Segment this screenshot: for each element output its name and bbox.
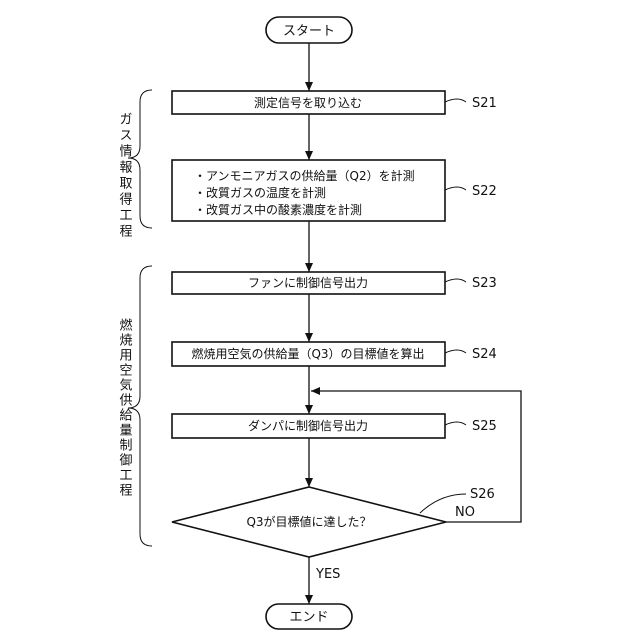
group-air-control: 燃焼用空気供給量制御工程 bbox=[117, 266, 153, 546]
leader-s22 bbox=[445, 187, 466, 190]
step-s24: 燃焼用空気の供給量（Q3）の目標値を算出 S24 bbox=[172, 342, 497, 366]
step-s25-id: S25 bbox=[472, 419, 497, 434]
step-s22-line-2: ・改質ガスの温度を計測 bbox=[194, 185, 326, 200]
step-s22-id: S22 bbox=[472, 184, 497, 199]
leader-s23 bbox=[445, 279, 466, 282]
leader-s24 bbox=[445, 350, 466, 353]
brace-gas-info bbox=[128, 90, 152, 228]
step-s21-id: S21 bbox=[472, 96, 497, 111]
group-gas-info-label: ガス情報取得工程 bbox=[117, 112, 133, 240]
group-gas-info: ガス情報取得工程 bbox=[117, 90, 153, 240]
group-air-control-label: 燃焼用空気供給量制御工程 bbox=[117, 317, 133, 498]
brace-air-control bbox=[128, 266, 152, 546]
step-s25: ダンパに制御信号出力 S25 bbox=[172, 414, 497, 438]
step-s21-text: 測定信号を取り込む bbox=[254, 95, 362, 110]
decision-s26-text: Q3が目標値に達した？ bbox=[246, 514, 371, 529]
step-s22: ・アンモニアガスの供給量（Q2）を計測 ・改質ガスの温度を計測 ・改質ガス中の酸… bbox=[172, 160, 497, 221]
decision-s26: Q3が目標値に達した？ S26 NO YES bbox=[172, 487, 495, 582]
leader-s21 bbox=[445, 99, 466, 102]
step-s21: 測定信号を取り込む S21 bbox=[172, 91, 497, 114]
end-label: エンド bbox=[289, 610, 328, 625]
leader-s25 bbox=[445, 422, 466, 425]
step-s24-id: S24 bbox=[472, 347, 497, 362]
step-s24-text: 燃焼用空気の供給量（Q3）の目標値を算出 bbox=[191, 346, 424, 361]
step-s22-line-3: ・改質ガス中の酸素濃度を計測 bbox=[194, 202, 362, 217]
step-s23-id: S23 bbox=[472, 276, 497, 291]
step-s22-line-1: ・アンモニアガスの供給量（Q2）を計測 bbox=[194, 168, 415, 183]
step-s23-text: ファンに制御信号出力 bbox=[248, 275, 368, 290]
decision-s26-id: S26 bbox=[470, 487, 495, 502]
decision-no-label: NO bbox=[455, 505, 475, 520]
decision-yes-label: YES bbox=[315, 567, 340, 582]
step-s23: ファンに制御信号出力 S23 bbox=[172, 272, 497, 294]
step-s25-text: ダンパに制御信号出力 bbox=[248, 418, 368, 433]
start-label: スタート bbox=[283, 24, 335, 39]
end-terminal: エンド bbox=[266, 604, 352, 629]
start-terminal: スタート bbox=[266, 17, 352, 43]
